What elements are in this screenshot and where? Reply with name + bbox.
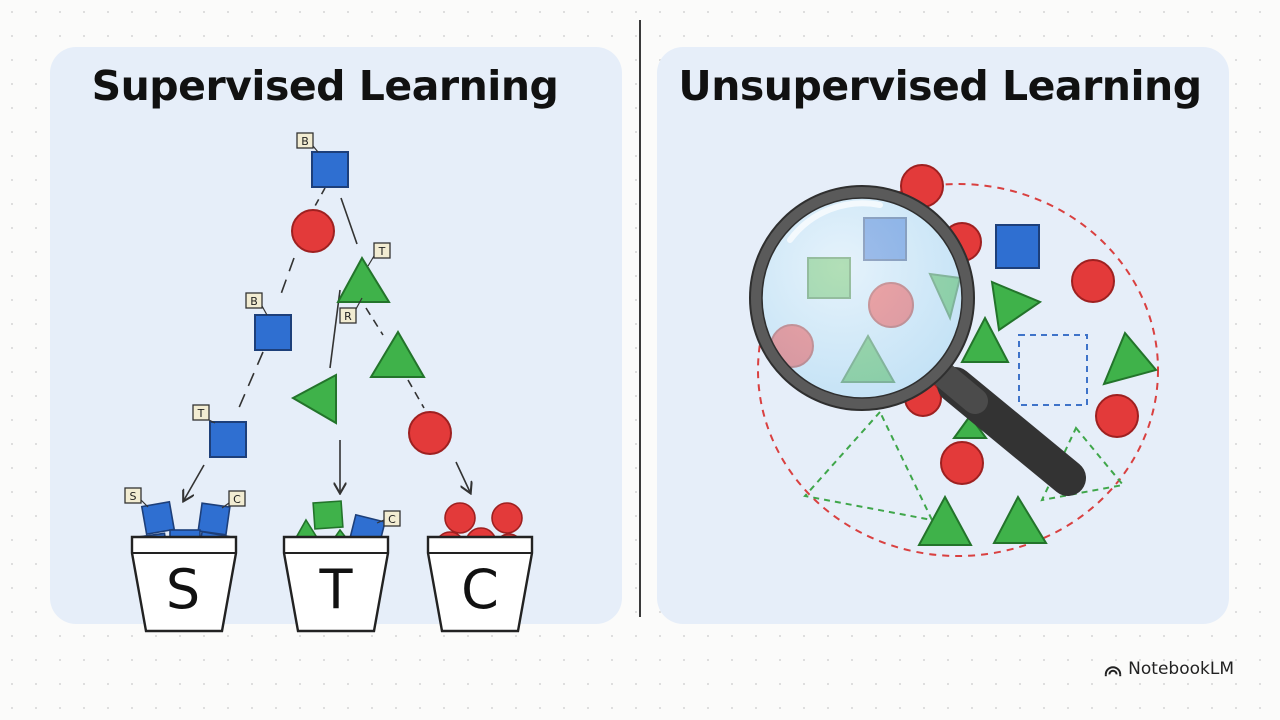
- red-circle: [1095, 394, 1139, 438]
- tag-text: S: [130, 490, 137, 503]
- red-circle: [1071, 259, 1115, 303]
- green-cluster-outline: [803, 410, 934, 522]
- bucket-tag-c: C: [221, 490, 246, 509]
- blue-square-node: [254, 314, 292, 351]
- green-triangle: [992, 494, 1048, 544]
- tag-text: B: [250, 295, 258, 308]
- blue-square-node: [209, 421, 247, 458]
- green-triangle-node: [369, 330, 426, 378]
- root-square: [311, 151, 349, 188]
- tree-tag-b: B: [245, 292, 268, 316]
- green-triangle: [917, 494, 973, 546]
- bucket-t: C T: [282, 500, 401, 633]
- magnifying-glass-icon: [749, 185, 1086, 496]
- blue-cluster-outline: [1018, 334, 1088, 406]
- green-triangle: [1102, 331, 1158, 386]
- tag-text: C: [388, 513, 396, 526]
- tree-tag-b: B: [296, 132, 319, 153]
- center-divider: [639, 20, 641, 617]
- bucket-label: S: [166, 558, 200, 621]
- tree-tag-t: T: [192, 404, 216, 424]
- magnifier-rim: [750, 186, 974, 410]
- scattered-shapes: [900, 164, 1158, 546]
- bucket-tag-c: C: [376, 510, 401, 527]
- bucket-s: S C S: [124, 487, 246, 633]
- red-circle-node: [408, 411, 452, 455]
- notebooklm-logo-icon: [1104, 666, 1122, 677]
- brand-name: NotebookLM: [1128, 659, 1234, 679]
- blue-square: [995, 224, 1040, 269]
- tree-tag-r: R: [339, 297, 363, 324]
- tag-text: C: [233, 493, 241, 506]
- unsupervised-title: Unsupervised Learning: [678, 62, 1202, 110]
- red-cluster-outline: [757, 183, 1159, 557]
- tree-tag-t: T: [367, 242, 391, 267]
- bucket-label: C: [461, 558, 499, 621]
- red-circle: [940, 441, 984, 485]
- red-circle-node: [291, 209, 335, 253]
- tag-text: T: [197, 407, 205, 420]
- green-triangle: [990, 280, 1043, 332]
- magnifier-lens-contents: [758, 194, 966, 402]
- notebooklm-brand: NotebookLM: [1104, 659, 1234, 679]
- tag-text: T: [378, 245, 386, 258]
- bucket-c: C: [426, 502, 534, 633]
- green-triangle: [960, 315, 1010, 363]
- green-triangle-node: [336, 256, 391, 303]
- supervised-title: Supervised Learning: [91, 62, 559, 110]
- tag-text: B: [301, 135, 309, 148]
- green-cluster-outline: [1040, 426, 1125, 502]
- decision-tree: B T R B T: [184, 132, 470, 500]
- bucket-tag-s: S: [124, 487, 149, 508]
- tag-text: R: [344, 310, 352, 323]
- green-triangle-node: [290, 373, 337, 425]
- cluster-outlines: [757, 183, 1159, 557]
- bucket-label: T: [319, 558, 354, 621]
